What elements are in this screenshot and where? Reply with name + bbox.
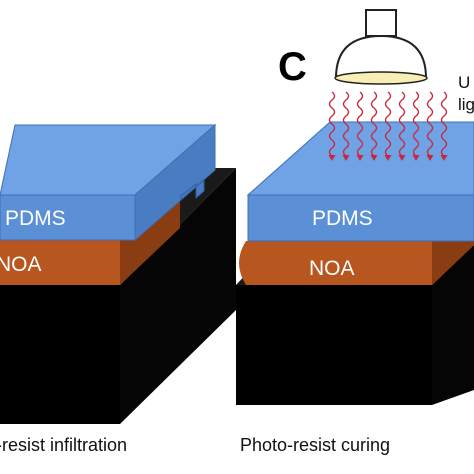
uv-rays: [328, 91, 448, 161]
right-substrate-right: [432, 245, 474, 405]
uv-ray: [384, 91, 392, 157]
right-noa-label: NOA: [309, 257, 355, 280]
infiltration-channel: [180, 178, 205, 202]
right-noa-layer: [239, 241, 432, 285]
uv-ray: [440, 91, 448, 157]
uv-ray-arrowhead: [384, 155, 392, 161]
left-pdms-label: PDMS: [5, 207, 66, 230]
uv-ray: [328, 91, 336, 157]
uv-label-line1: U: [458, 73, 470, 92]
uv-ray-arrowhead: [426, 155, 434, 161]
right-pdms-layer: [247, 194, 474, 242]
right-pdms-label: PDMS: [312, 207, 373, 230]
uv-ray-arrowhead: [412, 155, 420, 161]
uv-ray-arrowhead: [440, 155, 448, 161]
uv-lamp: [334, 9, 428, 85]
right-caption: Photo-resist curing: [240, 435, 390, 455]
uv-ray: [398, 91, 406, 157]
uv-ray-arrowhead: [370, 155, 378, 161]
right-substrate-front: [236, 285, 432, 405]
left-substrate-front: [0, 285, 120, 424]
left-noa-layer: [0, 240, 120, 285]
uv-ray-arrowhead: [342, 155, 350, 161]
left-panel: NOA PDMS -resist infiltration: [0, 123, 236, 455]
left-pdms-layer: [0, 194, 136, 241]
lamp-glow: [334, 71, 428, 85]
uv-label-line2: lig: [458, 95, 474, 114]
left-substrate-right: [120, 168, 236, 424]
left-noa-label: NOA: [0, 253, 42, 276]
uv-ray: [342, 91, 350, 157]
uv-ray: [370, 91, 378, 157]
uv-ray: [426, 91, 434, 157]
lamp-shade: [334, 34, 428, 79]
uv-ray-arrowhead: [328, 155, 336, 161]
right-panel: NOA PDMS C U lig Photo-resist curing: [236, 9, 474, 455]
uv-ray-arrowhead: [398, 155, 406, 161]
panel-letter: C: [278, 45, 307, 89]
lamp-neck: [365, 9, 397, 37]
uv-ray: [412, 91, 420, 157]
left-caption: -resist infiltration: [0, 435, 127, 455]
uv-ray-arrowhead: [356, 155, 364, 161]
uv-ray: [356, 91, 364, 157]
